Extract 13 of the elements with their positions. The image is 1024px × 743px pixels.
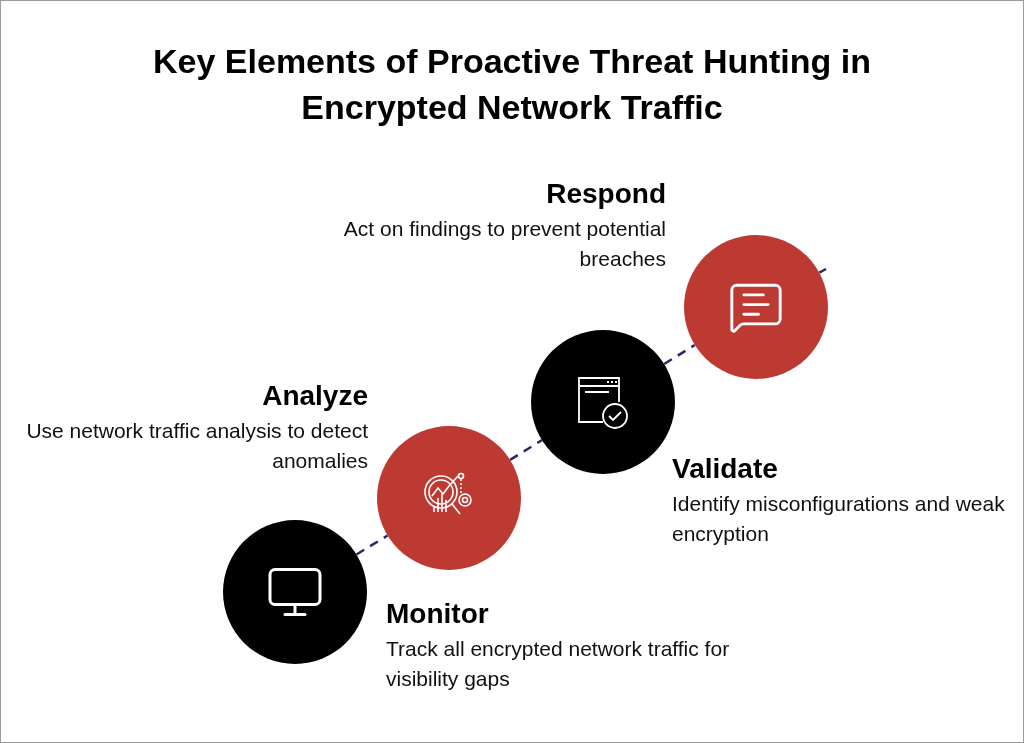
- dashed-connector: [355, 534, 389, 556]
- title: Key Elements of Proactive Threat Hunting in Encrypted Network Traffic: [152, 41, 872, 128]
- step-description: Identify misconfigurations and weak encryption: [672, 491, 1006, 547]
- step-heading: Monitor: [386, 597, 490, 631]
- dashed-connector: [663, 343, 696, 366]
- step-heading: Analyze: [261, 379, 368, 413]
- step-heading: Respond: [545, 177, 666, 211]
- dashed-connector: [509, 439, 543, 461]
- step-description: Act on findings to prevent potential breaches: [342, 216, 666, 272]
- step-heading: Validate: [672, 452, 779, 486]
- step-description: Use network traffic analysis to detect anomalies: [25, 418, 368, 474]
- step-description: Track all encrypted network traffic for visibility gaps: [386, 636, 731, 692]
- dashed-connector: [818, 267, 827, 274]
